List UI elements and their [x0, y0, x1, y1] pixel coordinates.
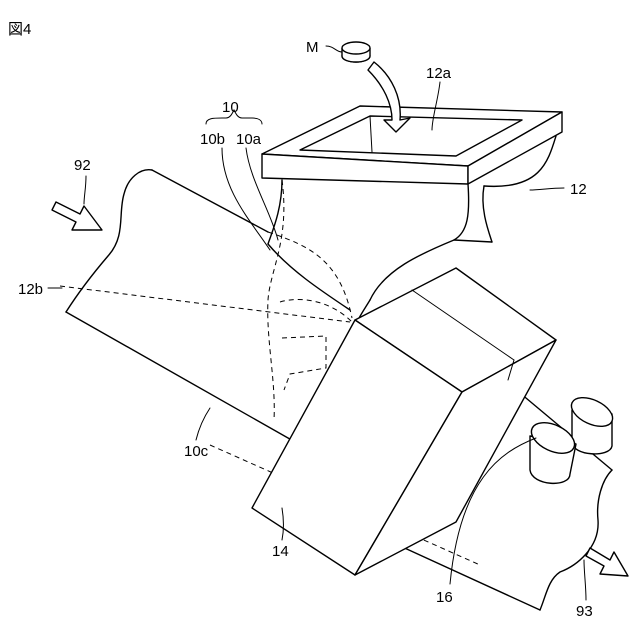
label-12a: 12a: [426, 65, 452, 82]
label-14: 14: [272, 543, 289, 560]
inlet-arrow: [52, 202, 102, 230]
outlet-arrow: [586, 548, 628, 576]
box: [252, 268, 556, 575]
label-M: M: [306, 39, 319, 56]
figure-label: 図4: [8, 21, 31, 38]
label-10: 10: [222, 99, 239, 116]
pipes: [527, 392, 617, 484]
label-12: 12: [570, 181, 587, 198]
label-93: 93: [576, 603, 593, 620]
label-10c: 10c: [184, 443, 209, 460]
label-10a: 10a: [236, 131, 262, 148]
label-10b: 10b: [200, 131, 225, 148]
material-pellet: [342, 42, 370, 62]
label-92: 92: [74, 157, 91, 174]
label-12b: 12b: [18, 281, 43, 298]
label-16: 16: [436, 589, 453, 606]
